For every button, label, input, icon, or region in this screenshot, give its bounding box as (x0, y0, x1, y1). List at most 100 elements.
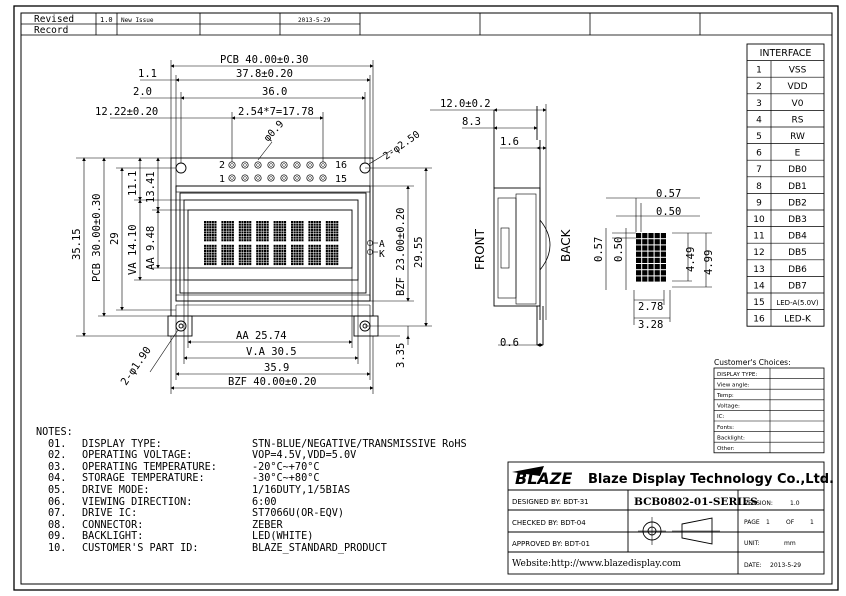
matrix-dot (293, 244, 296, 247)
matrix-dot (221, 234, 224, 237)
matrix-dot (229, 236, 232, 239)
matrix-dot (209, 228, 212, 231)
outer-frame (13, 5, 839, 591)
revision-number: 1.0 (100, 16, 113, 24)
matrix-dot (249, 236, 252, 239)
matrix-dot (291, 263, 294, 266)
matrix-dot (316, 221, 319, 224)
matrix-dot (301, 236, 304, 239)
matrix-dot (301, 250, 304, 253)
interface-pin-signal: DB7 (788, 281, 807, 291)
matrix-dot (226, 244, 229, 247)
matrix-dot (211, 247, 214, 250)
pixel-dot (654, 239, 660, 245)
matrix-dot (231, 236, 234, 239)
matrix-dot (298, 236, 301, 239)
matrix-dot (336, 223, 339, 226)
matrix-dot (308, 257, 311, 260)
matrix-dot (256, 247, 259, 250)
pixel-dot (636, 239, 642, 245)
matrix-dot (246, 236, 249, 239)
matrix-dot (241, 247, 244, 250)
matrix-dot (244, 221, 247, 224)
interface-pin-signal: DB2 (788, 198, 807, 208)
matrix-dot (284, 239, 287, 242)
matrix-dot (224, 263, 227, 266)
matrix-dot (308, 231, 311, 234)
matrix-dot (211, 263, 214, 266)
matrix-dot (313, 239, 316, 242)
matrix-dot (258, 260, 261, 263)
matrix-dot (311, 255, 314, 258)
matrix-dot (231, 247, 234, 250)
matrix-dot (264, 221, 267, 224)
matrix-dot (336, 234, 339, 237)
matrix-dot (214, 239, 217, 242)
matrix-dot (241, 260, 244, 263)
matrix-dot (244, 252, 247, 255)
matrix-dot (214, 260, 217, 263)
dim-hole-1-90: 2-φ1.90 (119, 345, 154, 388)
interface-pin-number: 7 (756, 165, 762, 175)
matrix-dot (328, 226, 331, 229)
matrix-dot (261, 226, 264, 229)
matrix-dot (284, 244, 287, 247)
matrix-dot (256, 236, 259, 239)
matrix-dot (311, 257, 314, 260)
pixel-dot (660, 251, 666, 257)
matrix-dot (244, 247, 247, 250)
matrix-dot (211, 226, 214, 229)
matrix-dot (281, 223, 284, 226)
matrix-dot (313, 226, 316, 229)
matrix-dot (249, 223, 252, 226)
matrix-dot (231, 239, 234, 242)
matrix-dot (229, 226, 232, 229)
matrix-dot (281, 250, 284, 253)
matrix-dot (278, 226, 281, 229)
matrix-dot (211, 252, 214, 255)
matrix-dot (311, 250, 314, 253)
matrix-dot (258, 223, 261, 226)
matrix-dot (336, 257, 339, 260)
dim-va-14-10: VA 14.10 (127, 224, 139, 275)
pixel-dot (660, 264, 666, 270)
matrix-dot (238, 223, 241, 226)
matrix-dot (206, 236, 209, 239)
matrix-dot (293, 250, 296, 253)
dim-pixel-y-0-57: 0.57 (593, 237, 605, 262)
matrix-dot (231, 234, 234, 237)
checked-by: CHECKED BY: BDT-04 (512, 519, 586, 527)
matrix-dot (291, 260, 294, 263)
interface-pin-number: 12 (753, 248, 764, 258)
matrix-dot (266, 247, 269, 250)
matrix-dot (221, 231, 224, 234)
matrix-dot (224, 244, 227, 247)
matrix-dot (311, 247, 314, 250)
matrix-dot (331, 244, 334, 247)
matrix-dot (256, 226, 259, 229)
matrix-dot (318, 255, 321, 258)
matrix-dot (256, 252, 259, 255)
matrix-dot (301, 228, 304, 231)
matrix-dot (221, 228, 224, 231)
pixel-dot (642, 270, 648, 276)
matrix-dot (318, 252, 321, 255)
matrix-dot (281, 263, 284, 266)
side-view (493, 106, 551, 345)
matrix-dot (278, 263, 281, 266)
matrix-dot (301, 252, 304, 255)
version-value: 1.0 (790, 500, 800, 507)
interface-pin-signal: DB6 (788, 265, 807, 275)
front-view (167, 157, 379, 337)
matrix-dot (328, 221, 331, 224)
pixel-dot (654, 270, 660, 276)
revision-block (20, 12, 833, 36)
matrix-dot (244, 244, 247, 247)
matrix-dot (281, 255, 284, 258)
matrix-dot (293, 239, 296, 242)
matrix-dot (266, 234, 269, 237)
matrix-dot (293, 263, 296, 266)
matrix-dot (293, 231, 296, 234)
choices-title: Customer's Choices: (714, 358, 791, 367)
matrix-dot (328, 257, 331, 260)
